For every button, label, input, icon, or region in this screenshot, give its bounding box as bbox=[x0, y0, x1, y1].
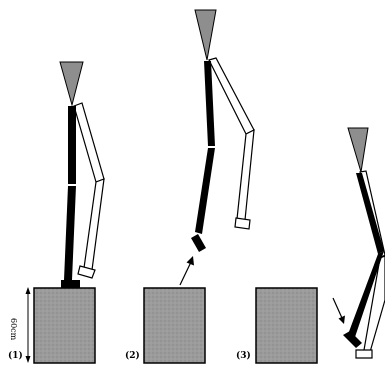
stance-leg-thigh bbox=[356, 173, 384, 254]
panel-1: 60cm (1) bbox=[8, 62, 104, 363]
panel-3: (3) bbox=[236, 128, 385, 363]
height-dimension-arrow-up bbox=[26, 287, 31, 294]
hip-head-marker bbox=[60, 62, 83, 105]
hip-head-marker bbox=[348, 128, 368, 172]
swing-leg-foot bbox=[356, 350, 372, 358]
stance-leg-foot bbox=[191, 234, 206, 252]
swing-leg-foot bbox=[235, 218, 250, 229]
panel-number-3: (3) bbox=[236, 350, 251, 361]
panel-number-2: (2) bbox=[125, 350, 140, 361]
hip-head-marker bbox=[195, 10, 216, 60]
height-label: 60cm bbox=[9, 318, 18, 341]
motion-arrow-shaft bbox=[333, 298, 342, 318]
motion-arrow-shaft bbox=[180, 262, 191, 285]
panel-number-1: (1) bbox=[8, 350, 23, 361]
stance-leg-thigh bbox=[68, 106, 76, 184]
stance-leg-foot bbox=[61, 280, 80, 288]
step-block bbox=[256, 288, 317, 363]
swing-leg-shank bbox=[237, 130, 254, 220]
swing-leg-thigh bbox=[209, 58, 254, 134]
step-block bbox=[34, 288, 95, 363]
step-block bbox=[144, 288, 205, 363]
stance-leg-foot bbox=[343, 331, 362, 348]
swing-leg-thigh bbox=[74, 103, 104, 182]
stance-leg-thigh bbox=[204, 61, 215, 146]
height-dimension-arrow-down bbox=[26, 356, 31, 363]
stance-leg-shank bbox=[64, 186, 76, 280]
swing-leg-shank bbox=[84, 179, 104, 270]
stance-leg-shank bbox=[195, 148, 215, 234]
panel-2: (2) bbox=[125, 10, 254, 363]
